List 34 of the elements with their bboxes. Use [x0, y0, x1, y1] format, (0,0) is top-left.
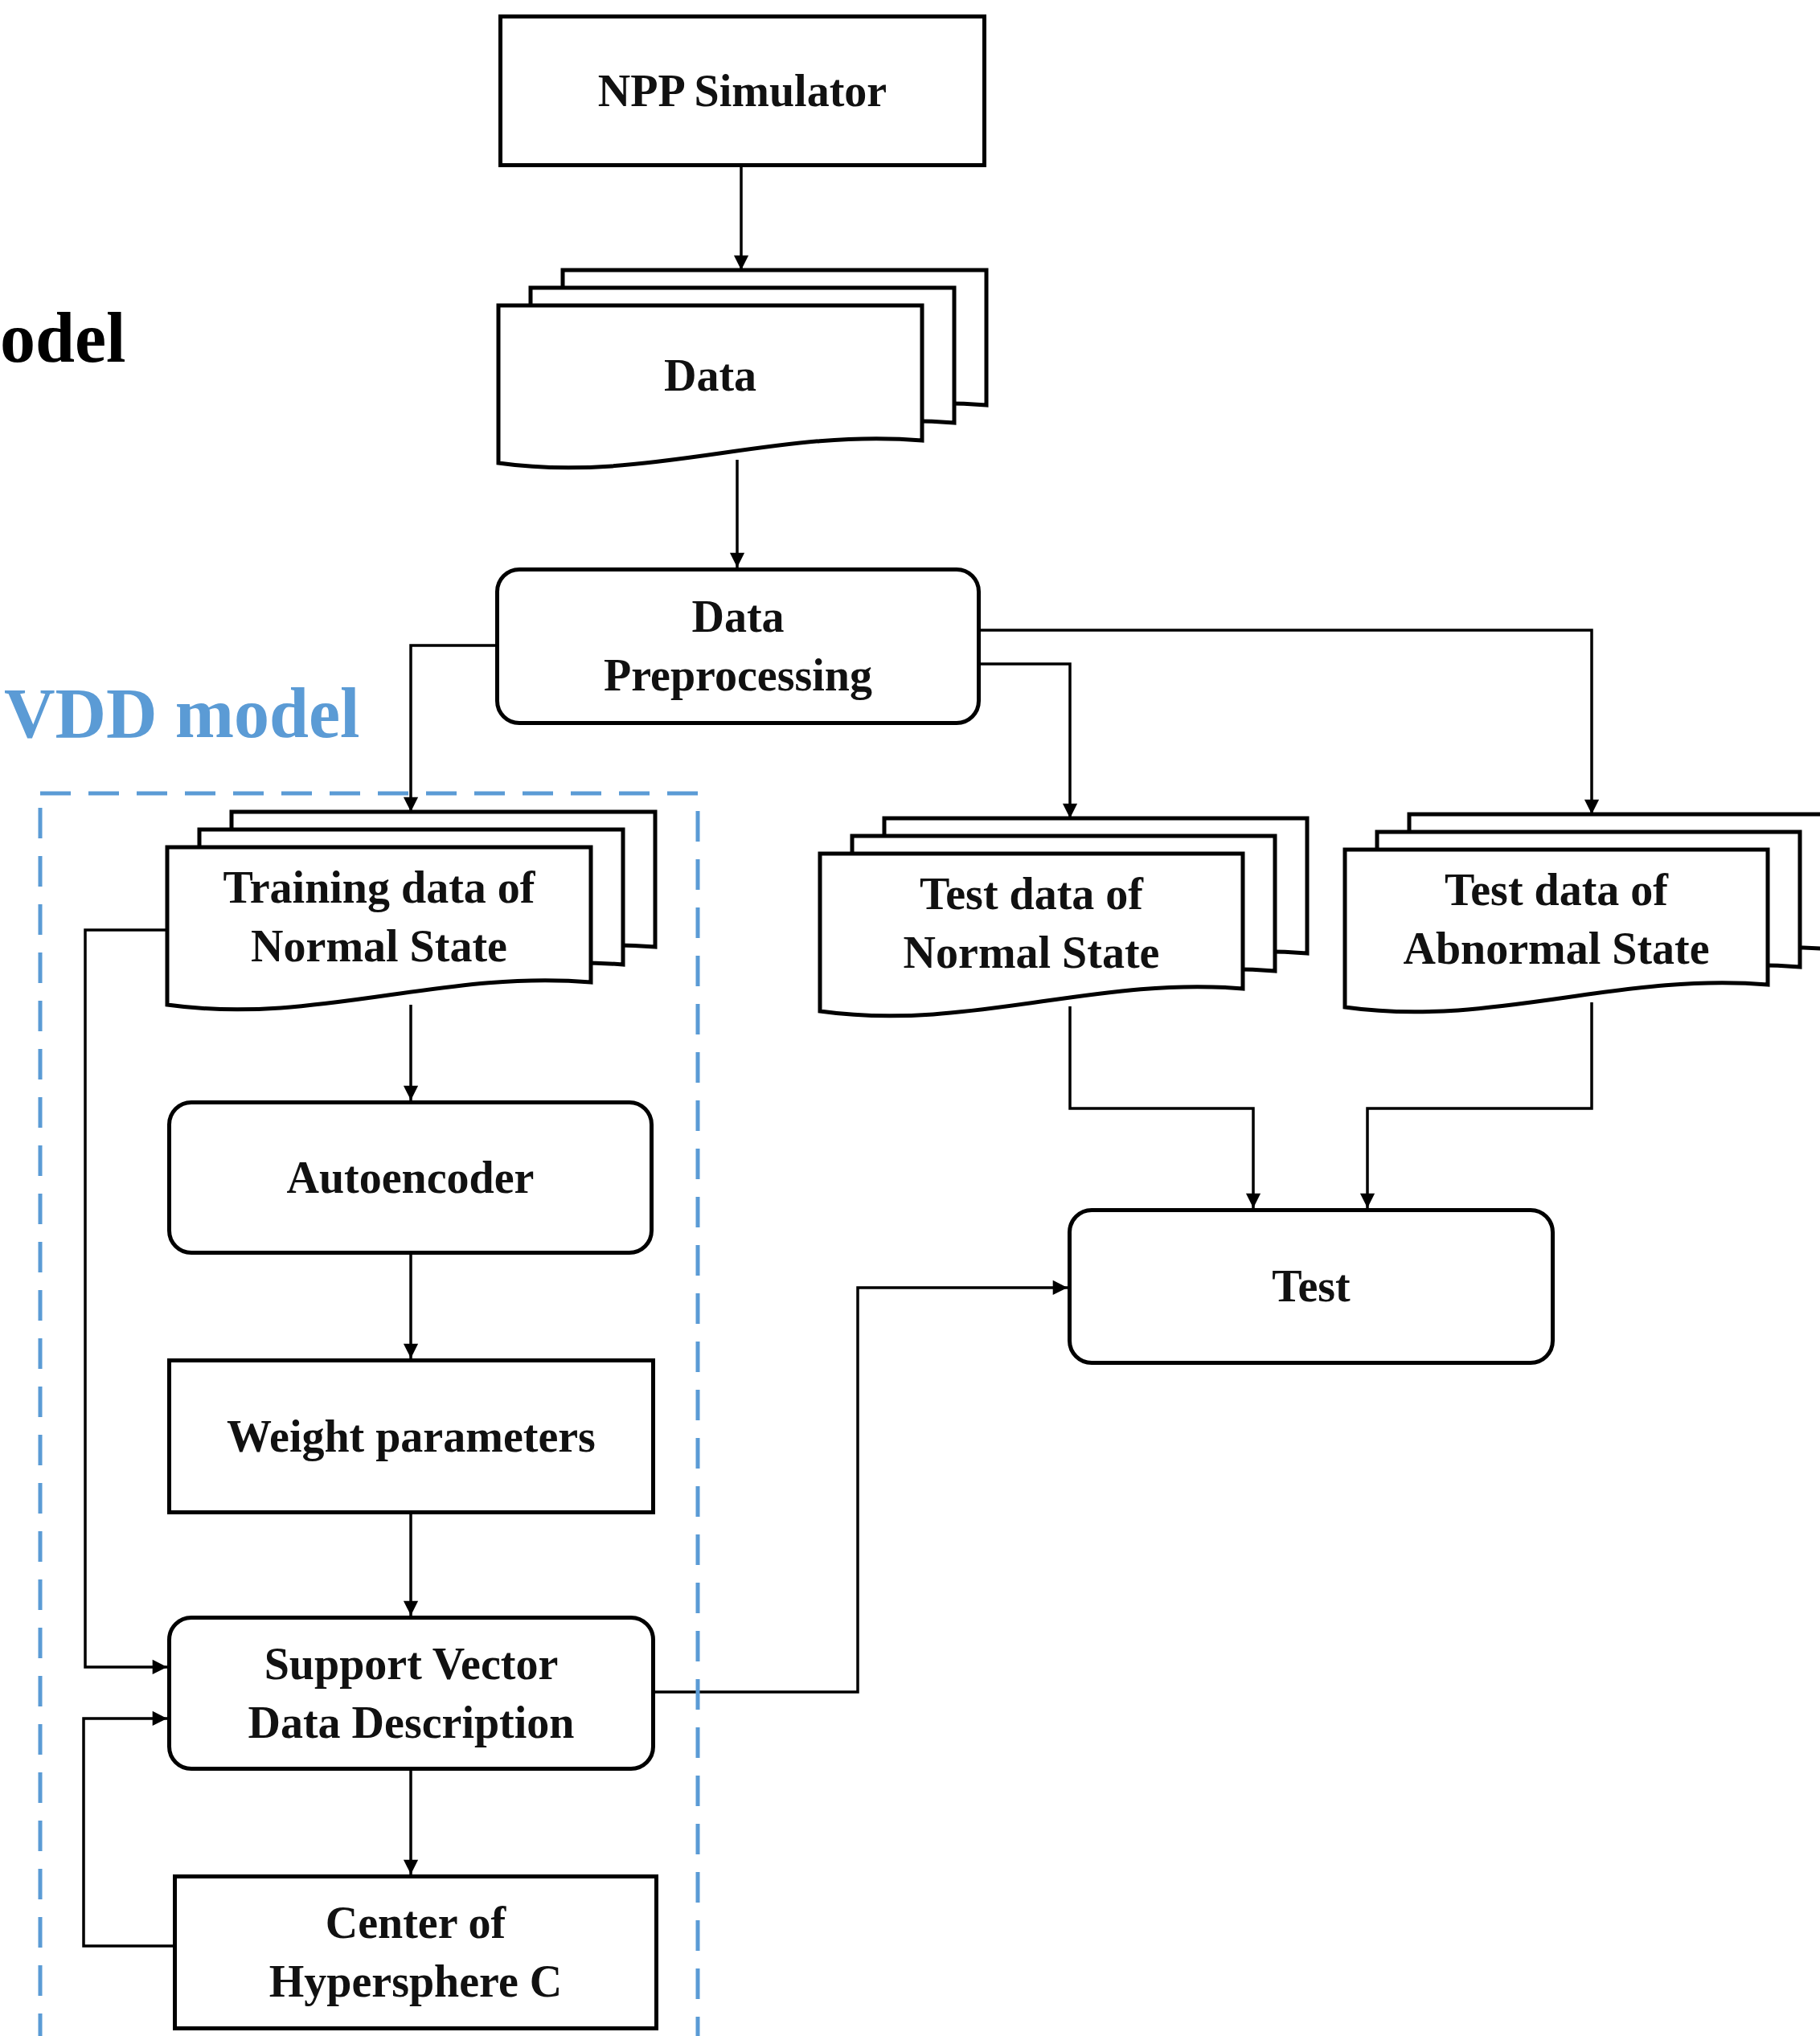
node-label: Training data of Normal State — [222, 862, 536, 973]
node-label: Data — [663, 349, 757, 402]
node-label: NPP Simulator — [597, 64, 887, 117]
node-label: Weight parameters — [227, 1410, 596, 1463]
process-box — [498, 14, 986, 167]
process-box — [173, 1874, 658, 2030]
arrow — [403, 1514, 419, 1616]
node-label: Test data of Abnormal State — [1402, 864, 1711, 975]
region-title: VDD model — [4, 674, 360, 754]
arrow — [403, 1255, 419, 1358]
arrow — [403, 1005, 419, 1100]
arrow — [84, 928, 167, 1675]
rounded-box — [1068, 1208, 1555, 1365]
node-label: Center of Hypersphere C — [268, 1897, 564, 2008]
arrow — [981, 662, 1078, 818]
arrow — [403, 1771, 419, 1874]
process-box — [167, 1358, 655, 1514]
arrow — [733, 167, 749, 270]
arrow — [981, 629, 1600, 814]
arrow — [1068, 1006, 1261, 1208]
arrow — [82, 1710, 173, 1948]
arrow — [1359, 1002, 1593, 1208]
arrow — [655, 1280, 1068, 1694]
node-label: Test — [1272, 1260, 1351, 1313]
arrow — [403, 644, 495, 812]
node-label: Data Preprocessing — [603, 591, 873, 702]
node-label: Autoencoder — [286, 1151, 535, 1204]
arrow — [729, 460, 745, 567]
partial-heading: odel — [0, 298, 126, 379]
rounded-box — [167, 1100, 654, 1255]
node-label: Test data of Normal State — [902, 868, 1161, 979]
node-label: Support Vector Data Description — [247, 1637, 576, 1749]
rounded-box — [167, 1616, 655, 1771]
rounded-box — [495, 567, 981, 725]
